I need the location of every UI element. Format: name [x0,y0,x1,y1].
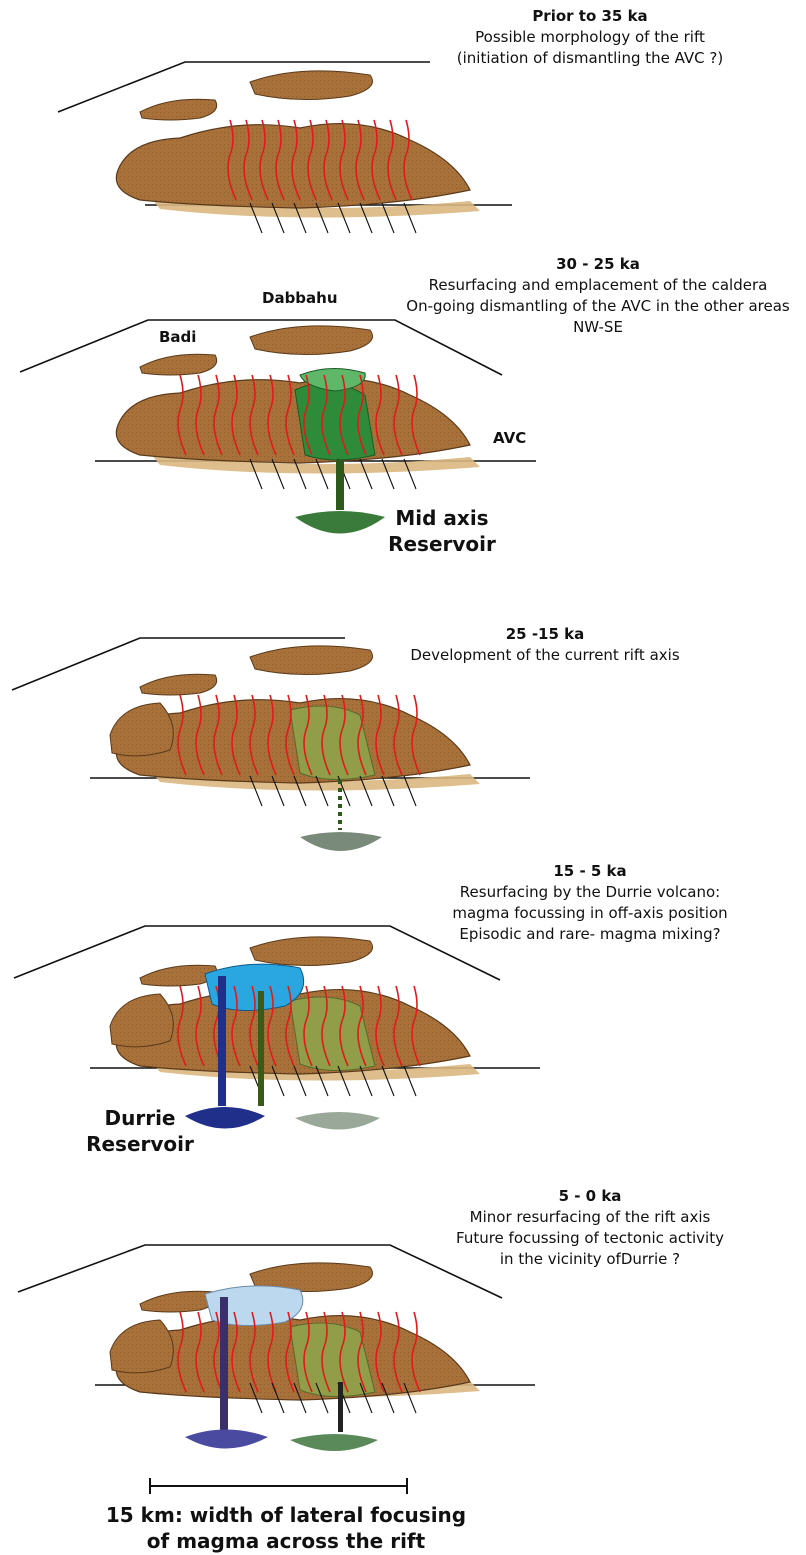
panel-2-title: 30 - 25 ka [390,254,806,275]
panel-5-caption: 5 - 0 ka Minor resurfacing of the rift a… [440,1186,740,1270]
panel-1-line-1: Possible morphology of the rift [440,27,740,48]
panel-4-line-3: Episodic and rare- magma mixing? [430,924,750,945]
panel-3-title: 25 -15 ka [390,624,700,645]
panel-3-line-1: Development of the current rift axis [390,645,700,666]
detached-block [110,1320,173,1373]
panel-4-line-2: magma focussing in off-axis position [430,903,750,924]
dabbahu-block [250,71,373,100]
label-durrie-reservoir: Durrie Reservoir [80,1105,200,1157]
panel-2-block [20,320,536,534]
axis-reservoir [300,832,382,851]
panel-2-line-1: Resurfacing and emplacement of the calde… [390,275,806,296]
axis-reservoir [290,1434,378,1451]
scale-bar-caption: 15 km: width of lateral focusing of magm… [96,1502,476,1554]
scale-bar-line-2: of magma across the rift [96,1528,476,1554]
label-dabbahu: Dabbahu [262,289,338,307]
label-mid-axis-reservoir: Mid axis Reservoir [382,505,502,557]
panel-4-line-1: Resurfacing by the Durrie volcano: [430,882,750,903]
main-volcanic-block [116,124,470,208]
label-avc: AVC [493,429,526,447]
scale-bar-line-1: 15 km: width of lateral focusing [96,1502,476,1528]
panel-1-block [58,62,512,233]
durrie-reservoir [185,1430,268,1449]
mixing-feeder [258,991,264,1106]
durrie-line-2: Reservoir [80,1131,200,1157]
detached-block [110,994,173,1047]
detached-block [110,703,173,756]
fault-trace [338,203,350,233]
panel-5-block [18,1245,535,1451]
panel-5-line-3: in the vicinity ofDurrie ? [440,1249,740,1270]
panel-2-line-2: On-going dismantling of the AVC in the o… [390,296,806,317]
axis-feeder [338,1382,343,1432]
panel-1-line-2: (initiation of dismantling the AVC ?) [440,48,740,69]
badi-block [140,674,217,695]
axis-reservoir [295,1112,380,1130]
durrie-feeder [220,1297,228,1432]
mid-axis-line-2: Reservoir [382,531,502,557]
panel-4-block [14,926,540,1130]
mid-axis-reservoir [295,511,385,534]
panel-4-caption: 15 - 5 ka Resurfacing by the Durrie volc… [430,861,750,945]
dabbahu-block [250,646,373,675]
panel-2-line-3: NW-SE [390,317,806,338]
badi-block [140,354,217,375]
mid-axis-feeder [336,460,344,510]
panel-1-caption: Prior to 35 ka Possible morphology of th… [440,6,740,69]
panel-1-title: Prior to 35 ka [440,6,740,27]
panel-3-caption: 25 -15 ka Development of the current rif… [390,624,700,666]
panel-5-line-1: Minor resurfacing of the rift axis [440,1207,740,1228]
badi-block [140,99,217,120]
panel-2-caption: 30 - 25 ka Resurfacing and emplacement o… [390,254,806,338]
panel-5-line-2: Future focussing of tectonic activity [440,1228,740,1249]
label-badi: Badi [159,328,196,346]
panel-3-block [12,638,530,851]
mid-axis-line-1: Mid axis [382,505,502,531]
durrie-line-1: Durrie [80,1105,200,1131]
rift-frame-line [58,62,430,112]
scale-bar [150,1478,407,1494]
durrie-feeder [218,976,226,1106]
dabbahu-block [250,937,373,966]
panel-4-title: 15 - 5 ka [430,861,750,882]
fault-trace [316,459,328,489]
panel-5-title: 5 - 0 ka [440,1186,740,1207]
dabbahu-block [250,326,373,355]
